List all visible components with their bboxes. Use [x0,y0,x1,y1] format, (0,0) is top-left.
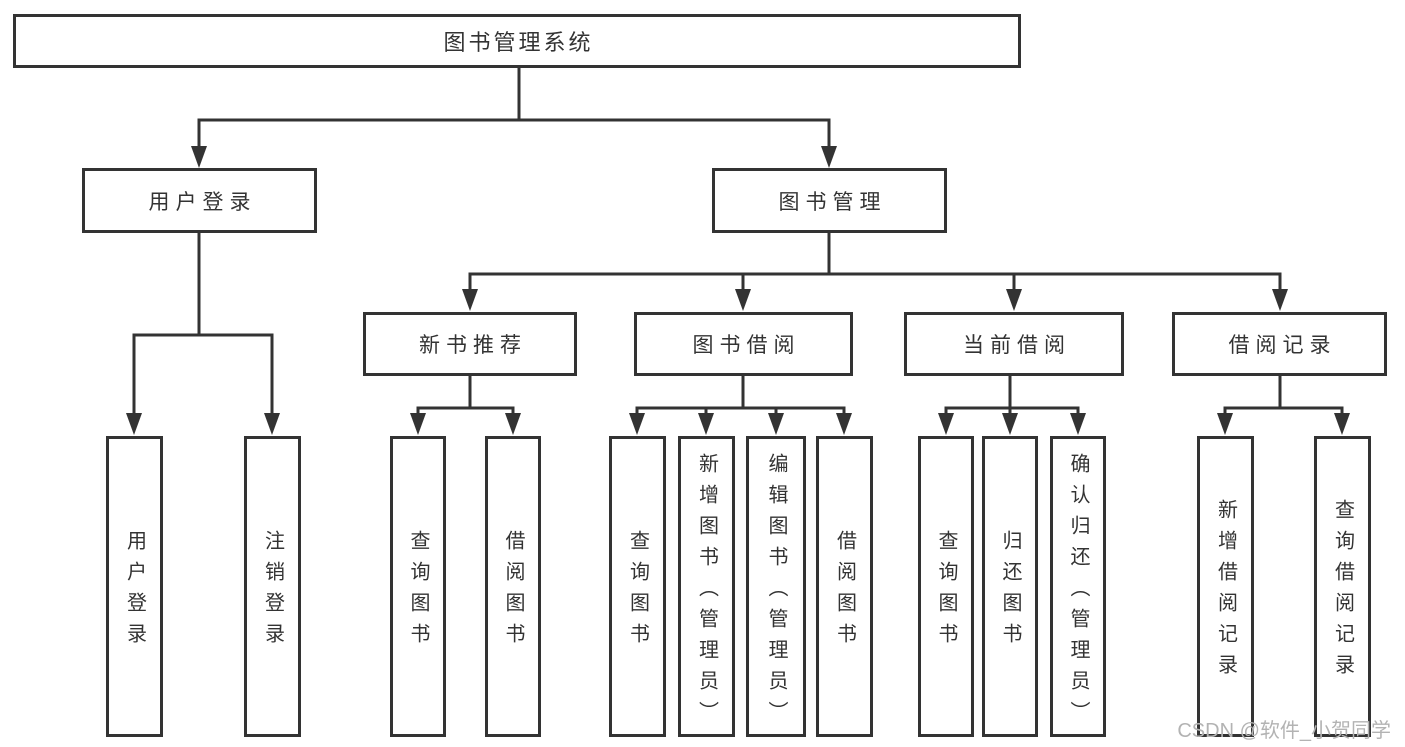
node-label: 注销登录 [261,530,284,654]
arrowhead [1002,413,1018,435]
node-new-book-recommendation: 新书推荐 [363,312,577,376]
arrowhead [126,413,142,435]
node-label: 当前借阅 [963,334,1071,357]
node-label: 查询图书 [626,530,649,654]
arrowhead [768,413,784,435]
node-book-management: 图书管理 [712,168,947,233]
node-borrow-books-recommend: 借阅图书 [485,436,541,737]
watermark: CSDN @软件_小贺同学 [1177,720,1391,742]
arrowhead [735,289,751,311]
node-label: 新增图书（管理员） [695,452,718,732]
node-query-borrow-record: 查询借阅记录 [1314,436,1371,737]
node-borrow-books: 借阅图书 [816,436,873,737]
arrowhead [1006,289,1022,311]
node-label: 编辑图书（管理员） [765,452,787,732]
node-edit-books-admin: 编辑图书（管理员） [746,436,806,737]
arrowhead [629,413,645,435]
node-label: 用户登录 [123,530,146,654]
node-label: 借阅图书 [833,530,856,654]
node-label: 新书推荐 [419,334,527,357]
node-current-borrowing: 当前借阅 [904,312,1124,376]
node-label: 用户登录 [148,190,257,214]
node-query-books-current: 查询图书 [918,436,974,737]
node-label: 查询借阅记录 [1331,499,1354,685]
node-label: 确认归还（管理员） [1067,452,1089,732]
node-query-books-recommend: 查询图书 [390,436,446,737]
arrowhead [1334,413,1350,435]
node-user-login: 用户登录 [82,168,317,233]
node-add-books-admin: 新增图书（管理员） [678,436,735,737]
node-add-borrow-record: 新增借阅记录 [1197,436,1254,737]
node-label: 借阅记录 [1228,334,1337,357]
arrowhead [462,289,478,311]
node-label: 图书管理系统 [443,30,594,55]
node-user-login-leaf: 用户登录 [106,436,163,737]
node-book-borrowing: 图书借阅 [634,312,853,376]
node-label: 查询图书 [935,530,957,654]
arrowhead [821,146,837,168]
node-label: 图书借阅 [692,334,801,357]
arrowhead [836,413,852,435]
arrowhead [505,413,521,435]
node-label: 图书管理 [778,190,887,214]
node-label: 查询图书 [407,530,429,654]
node-logout: 注销登录 [244,436,301,737]
arrowhead [1217,413,1233,435]
node-library-management-system: 图书管理系统 [13,14,1021,68]
arrowhead [938,413,954,435]
node-query-books-borrowing: 查询图书 [609,436,666,737]
arrowhead [410,413,426,435]
arrowhead [1272,289,1288,311]
node-label: 新增借阅记录 [1214,499,1237,685]
node-borrowing-records: 借阅记录 [1172,312,1387,376]
arrowhead [698,413,714,435]
arrowhead [191,146,207,168]
node-label: 归还图书 [999,530,1021,654]
node-return-books: 归还图书 [982,436,1038,737]
arrowhead-icons [126,146,1350,435]
node-label: 借阅图书 [502,530,524,654]
arrowhead [1070,413,1086,435]
arrowhead [264,413,280,435]
node-confirm-return-admin: 确认归还（管理员） [1050,436,1106,737]
